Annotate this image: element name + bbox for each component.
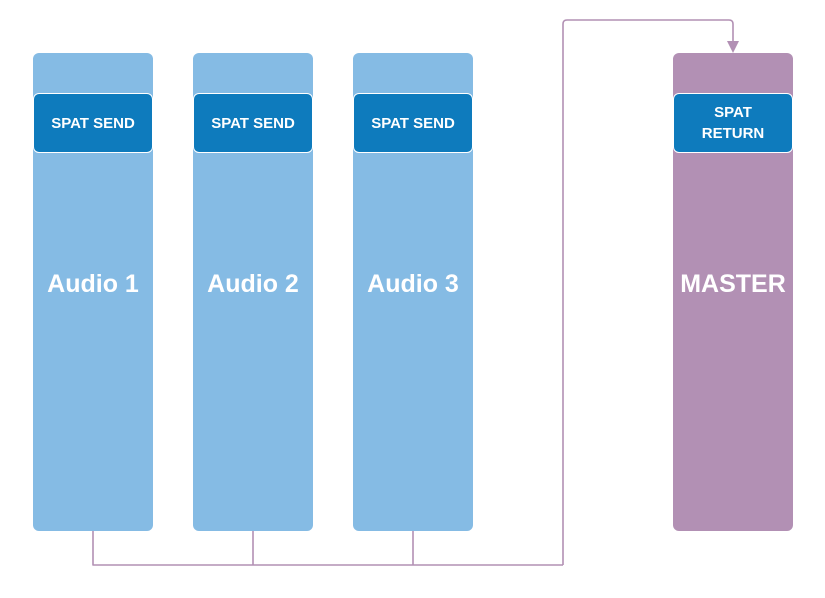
track-audio-1[interactable]: SPAT SEND Audio 1	[33, 53, 153, 531]
track-label: Audio 3	[367, 270, 459, 298]
spat-send-plugin[interactable]: SPAT SEND	[33, 93, 153, 153]
track-master[interactable]: SPAT RETURN MASTER	[673, 53, 793, 531]
master-label: MASTER	[680, 270, 786, 298]
track-audio-2[interactable]: SPAT SEND Audio 2	[193, 53, 313, 531]
track-label: Audio 1	[47, 270, 139, 298]
bus-line-to-master	[562, 19, 734, 565]
track-label: Audio 2	[207, 270, 299, 298]
spat-send-plugin[interactable]: SPAT SEND	[353, 93, 473, 153]
arrowhead-icon	[727, 41, 739, 53]
send-line-audio-1	[92, 531, 563, 566]
spat-return-plugin[interactable]: SPAT RETURN	[673, 93, 793, 153]
spat-send-plugin[interactable]: SPAT SEND	[193, 93, 313, 153]
track-audio-3[interactable]: SPAT SEND Audio 3	[353, 53, 473, 531]
